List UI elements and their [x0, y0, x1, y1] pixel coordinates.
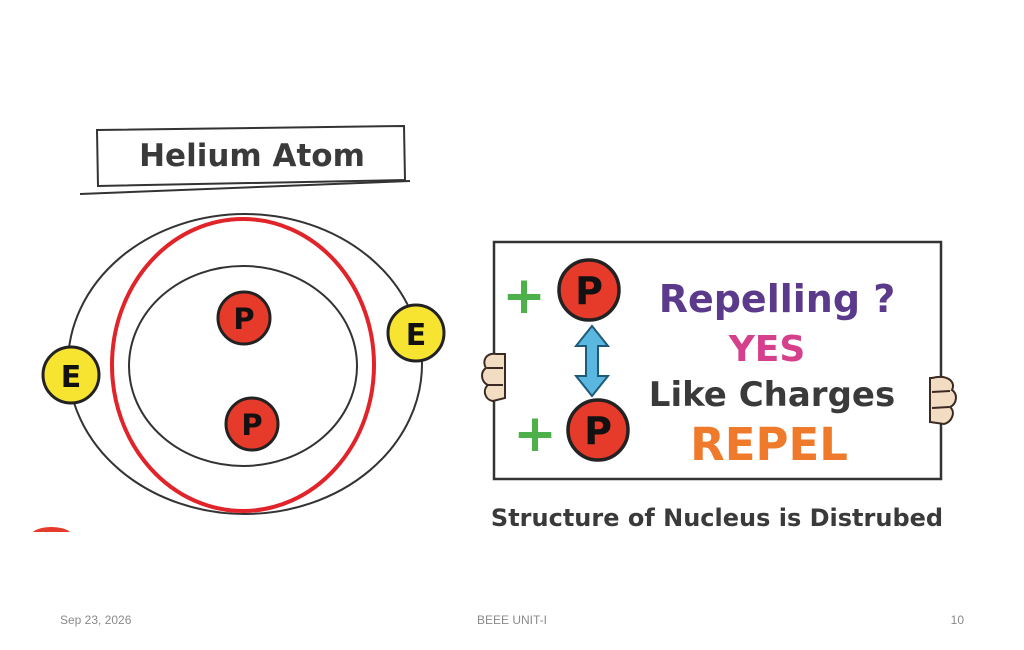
- electron-right-label: E: [406, 318, 427, 353]
- board-proton-top: P: [557, 258, 621, 322]
- caption-text: Structure of Nucleus is Distrubed: [491, 504, 943, 532]
- diagram-title: Helium Atom: [139, 138, 365, 174]
- board-proton-top-label: P: [575, 269, 603, 313]
- electron-left: E: [41, 345, 101, 405]
- repel-text: REPEL: [690, 418, 848, 471]
- proton-top-label: P: [233, 302, 254, 336]
- plus-sign-top: +: [502, 266, 546, 326]
- proton-bottom: P: [224, 396, 280, 452]
- footer-title: BEEE UNIT-I: [476, 613, 547, 627]
- footer-date: Sep 23, 2026: [60, 613, 132, 627]
- question-text: Repelling ?: [659, 277, 896, 321]
- answer-text: YES: [728, 329, 806, 370]
- left-hand-icon: [481, 352, 506, 403]
- plus-sign-bottom: +: [513, 404, 557, 464]
- board-proton-bottom-label: P: [584, 409, 612, 453]
- inner-orbit: [128, 265, 358, 467]
- right-hand-icon: [929, 376, 957, 426]
- proton-top: P: [216, 290, 272, 346]
- helium-atom: P P E E: [33, 213, 446, 532]
- title-box: Helium Atom: [79, 124, 411, 195]
- proton-bottom-label: P: [241, 408, 262, 442]
- electron-right: E: [386, 303, 446, 363]
- board-proton-bottom: P: [566, 398, 630, 462]
- red-orbit: [110, 217, 376, 513]
- like-charges-text: Like Charges: [649, 375, 895, 415]
- cut-off-red-shape: [33, 527, 70, 532]
- electron-left-label: E: [61, 360, 82, 395]
- sign-board: + + P P Repelling ? YES Like Charges REP…: [492, 240, 943, 481]
- double-arrow-icon: [573, 324, 611, 398]
- footer-page-number: 10: [950, 613, 964, 627]
- outer-orbit: [67, 213, 423, 515]
